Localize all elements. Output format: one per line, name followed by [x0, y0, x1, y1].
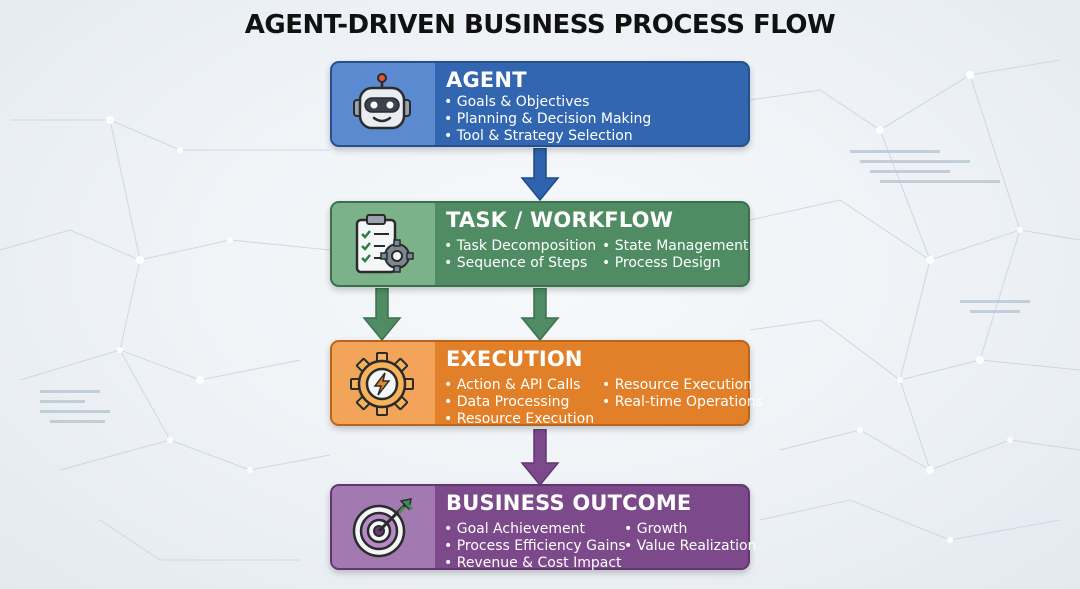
outcome-icon-panel: [332, 486, 435, 568]
outcome-bullet-list-left: Goal Achievement Process Efficiency Gain…: [444, 521, 626, 572]
list-item: Tool & Strategy Selection: [444, 128, 651, 145]
arrow-agent-to-task: [520, 148, 560, 202]
list-item: Growth: [624, 521, 756, 538]
list-item: Planning & Decision Making: [444, 111, 652, 128]
list-item: Goals & Objectives: [444, 94, 651, 111]
page-title: AGENT-DRIVEN BUSINESS PROCESS FLOW: [244, 10, 836, 40]
task-icon-panel: [332, 203, 435, 285]
execution-title: EXECUTION: [446, 347, 583, 371]
gear-lightning-icon: [350, 352, 414, 416]
list-item: Goal Achievement: [444, 521, 626, 538]
list-item: Revenue & Cost Impact: [444, 555, 626, 572]
execution-box: EXECUTION Action & API Calls Data Proces…: [330, 340, 763, 428]
agent-bullet-list: Goals & Objectives Planning & Decision M…: [444, 94, 652, 145]
list-item: Process Efficiency Gains: [444, 538, 626, 555]
agent-box: AGENT Goals & Objectives Planning & Deci…: [330, 61, 750, 147]
clipboard-gear-icon: [355, 214, 414, 274]
list-item: Process Design: [602, 255, 748, 272]
execution-bullet-list-left: Action & API Calls Data Processing Resou…: [444, 377, 594, 428]
list-item: Resource Execution: [444, 411, 594, 428]
agent-icon-panel: [332, 63, 435, 145]
task-workflow-title: TASK / WORKFLOW: [446, 208, 674, 232]
robot-icon: [353, 73, 411, 130]
arrow-execution-to-outcome: [520, 429, 560, 487]
list-item: Task Decomposition: [444, 238, 596, 255]
list-item: Resource Execution: [602, 377, 763, 394]
list-item: Sequence of Steps: [444, 255, 596, 272]
task-bullet-list-right: State Management Process Design: [602, 238, 749, 272]
list-item: Data Processing: [444, 394, 594, 411]
arrow-task-to-execution-right: [520, 288, 560, 342]
list-item: Value Realization: [624, 538, 757, 555]
execution-icon-panel: [332, 342, 435, 424]
agent-title: AGENT: [446, 68, 527, 92]
list-item: Real-time Operations: [602, 394, 763, 411]
task-workflow-box: TASK / WORKFLOW Task Decomposition Seque…: [330, 201, 750, 287]
list-item: State Management: [602, 238, 749, 255]
target-arrow-icon: [352, 498, 414, 558]
list-item: Action & API Calls: [444, 377, 594, 394]
execution-bullet-list-right: Resource Execution Real-time Operations: [602, 377, 763, 411]
arrow-task-to-execution-left: [362, 288, 402, 342]
business-outcome-box: BUSINESS OUTCOME Goal Achievement Proces…: [330, 484, 756, 572]
outcome-bullet-list-right: Growth Value Realization: [624, 521, 757, 555]
business-outcome-title: BUSINESS OUTCOME: [446, 491, 692, 515]
task-bullet-list-left: Task Decomposition Sequence of Steps: [444, 238, 596, 272]
